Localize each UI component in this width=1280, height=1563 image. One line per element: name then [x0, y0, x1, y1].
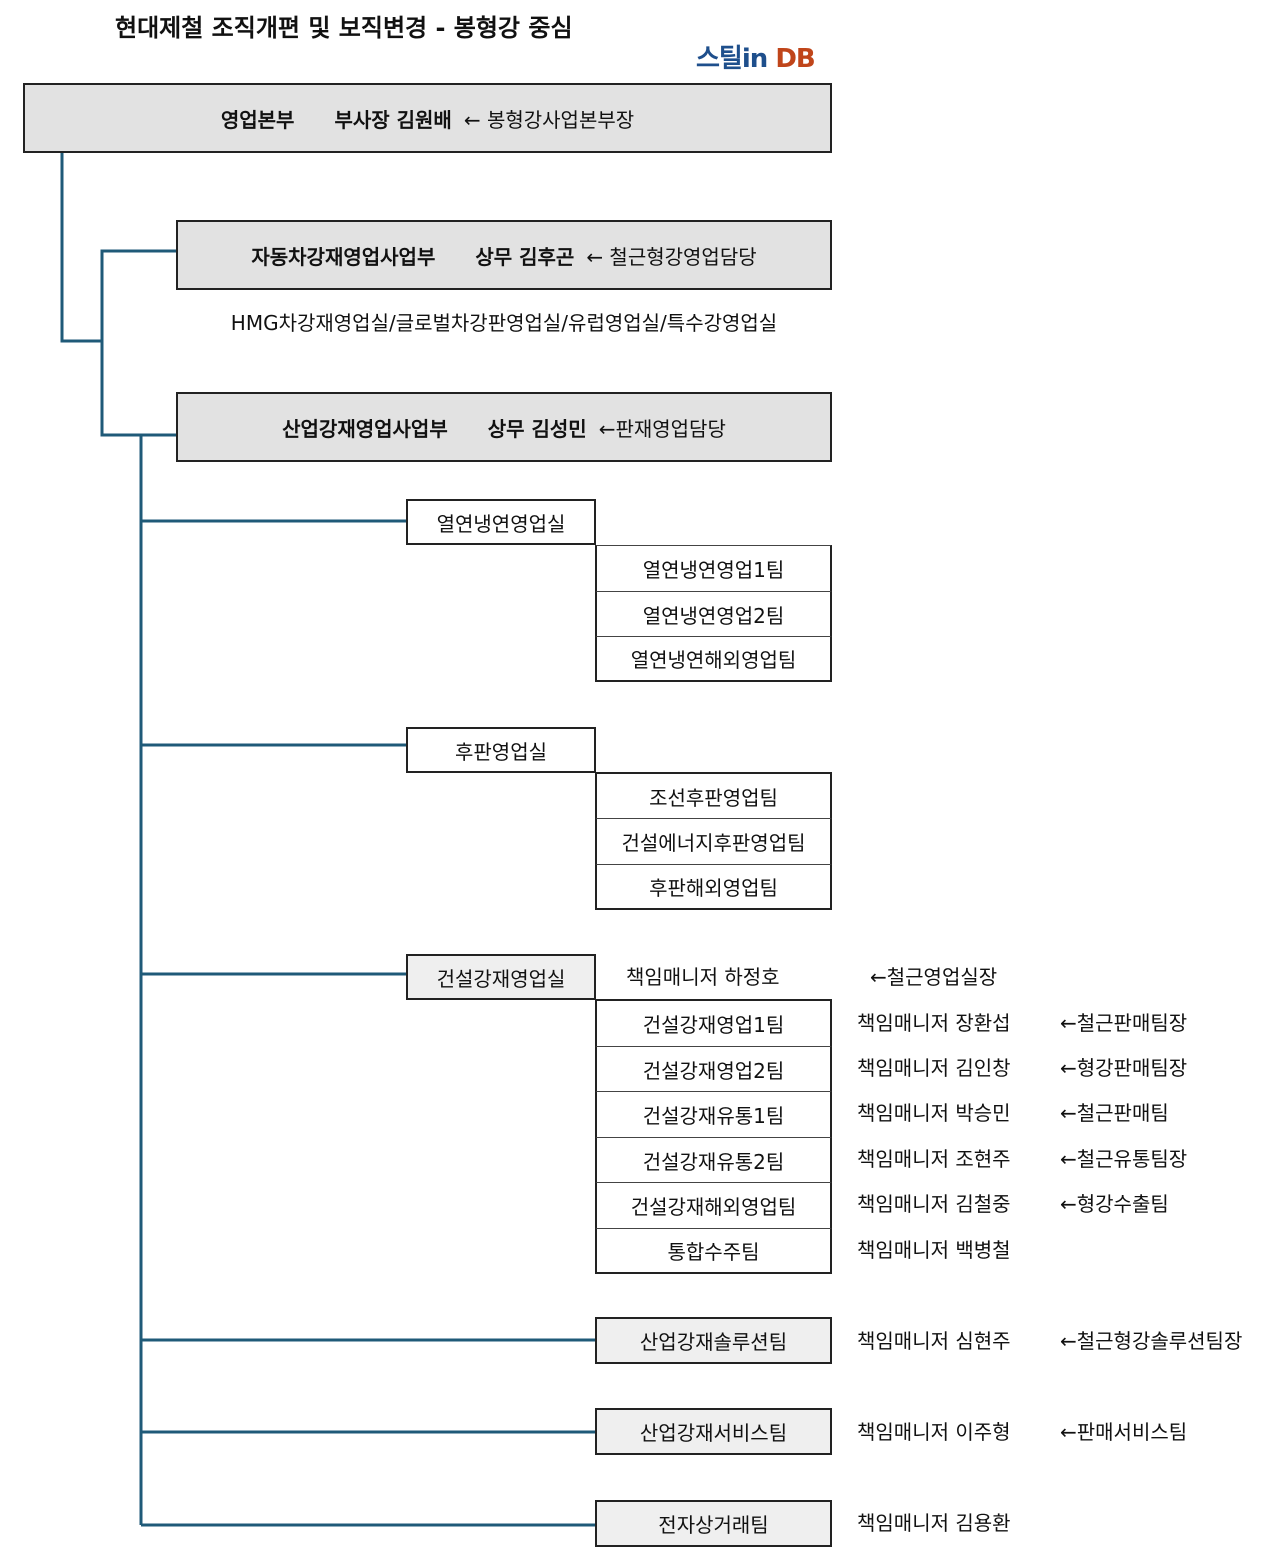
previous-position: ← 철근형강영업담당	[586, 244, 757, 269]
auto-steel-division-box: 자동차강재영업사업부 상무 김후곤 ← 철근형강영업담당	[176, 220, 832, 290]
logo-part1: 스틸in	[696, 44, 768, 74]
dept-name: 산업강재영업사업부	[282, 416, 448, 441]
office-hot-cold-rolled: 열연냉연영업실	[406, 499, 596, 545]
connector-top-to-auto	[60, 152, 102, 343]
team-box: 통합수주팀	[595, 1228, 832, 1274]
team-box: 건설강재영업1팀	[595, 999, 832, 1046]
logo-part2: DB	[767, 44, 815, 74]
sales-headquarters-box: 영업본부 부사장 김원배 ← 봉형강사업본부장	[23, 83, 832, 153]
office-manager: 책임매니저 하정호	[626, 965, 780, 989]
previous-position: ←형강판매팀장	[1060, 1056, 1188, 1080]
industrial-solution-team: 산업강재솔루션팀	[595, 1317, 832, 1364]
team-manager: 책임매니저 조현주	[857, 1147, 1011, 1171]
dept-head: 상무 김성민	[487, 416, 587, 441]
team-box: 열연냉연해외영업팀	[595, 636, 832, 682]
previous-position: ←판재영업담당	[598, 416, 726, 441]
office-heavy-plate: 후판영업실	[406, 727, 596, 773]
industrial-steel-division-box: 산업강재영업사업부 상무 김성민 ←판재영업담당	[176, 392, 832, 462]
team-box: 열연냉연영업2팀	[595, 591, 832, 636]
team-box: 건설강재유통2팀	[595, 1137, 832, 1182]
industrial-service-team: 산업강재서비스팀	[595, 1408, 832, 1455]
team-manager: 책임매니저 김인창	[857, 1056, 1011, 1080]
team-manager: 책임매니저 김용환	[857, 1511, 1011, 1535]
previous-position: ←철근판매팀장	[1060, 1011, 1188, 1035]
dept-head: 상무 김후곤	[475, 244, 575, 269]
ecommerce-team: 전자상거래팀	[595, 1500, 832, 1547]
team-manager: 책임매니저 심현주	[857, 1329, 1011, 1353]
team-manager: 책임매니저 박승민	[857, 1101, 1011, 1125]
steelin-db-logo: 스틸in DB	[696, 44, 836, 74]
previous-position: ←철근유통팀장	[1060, 1147, 1188, 1171]
team-manager: 책임매니저 이주형	[857, 1420, 1011, 1444]
team-box: 열연냉연영업1팀	[595, 545, 832, 591]
team-box: 건설강재영업2팀	[595, 1046, 832, 1091]
team-manager: 책임매니저 백병철	[857, 1238, 1011, 1262]
connector-auto-bracket	[100, 249, 176, 437]
team-box: 조선후판영업팀	[595, 772, 832, 818]
dept-name: 영업본부	[220, 107, 295, 132]
team-box: 후판해외영업팀	[595, 864, 832, 910]
previous-position: ←철근판매팀	[1060, 1101, 1169, 1125]
team-box: 건설강재해외영업팀	[595, 1182, 832, 1228]
previous-position: ← 봉형강사업본부장	[463, 107, 635, 132]
team-manager: 책임매니저 장환섭	[857, 1011, 1011, 1035]
previous-position: ←형강수출팀	[1060, 1192, 1169, 1216]
team-box: 건설강재유통1팀	[595, 1091, 832, 1137]
dept-head: 부사장 김원배	[334, 107, 452, 132]
previous-position: ←판매서비스팀	[1060, 1420, 1188, 1444]
auto-division-offices: HMG차강재영업실/글로벌차강판영업실/유럽영업실/특수강영업실	[230, 311, 778, 335]
page-title: 현대제철 조직개편 및 보직변경 - 봉형강 중심	[115, 14, 573, 42]
team-manager: 책임매니저 김철중	[857, 1192, 1011, 1216]
previous-position: ←철근영업실장	[870, 965, 998, 989]
team-box: 건설에너지후판영업팀	[595, 818, 832, 864]
dept-name: 자동차강재영업사업부	[251, 244, 436, 269]
previous-position: ←철근형강솔루션팀장	[1060, 1329, 1243, 1353]
office-construction-steel: 건설강재영업실	[406, 954, 596, 1000]
